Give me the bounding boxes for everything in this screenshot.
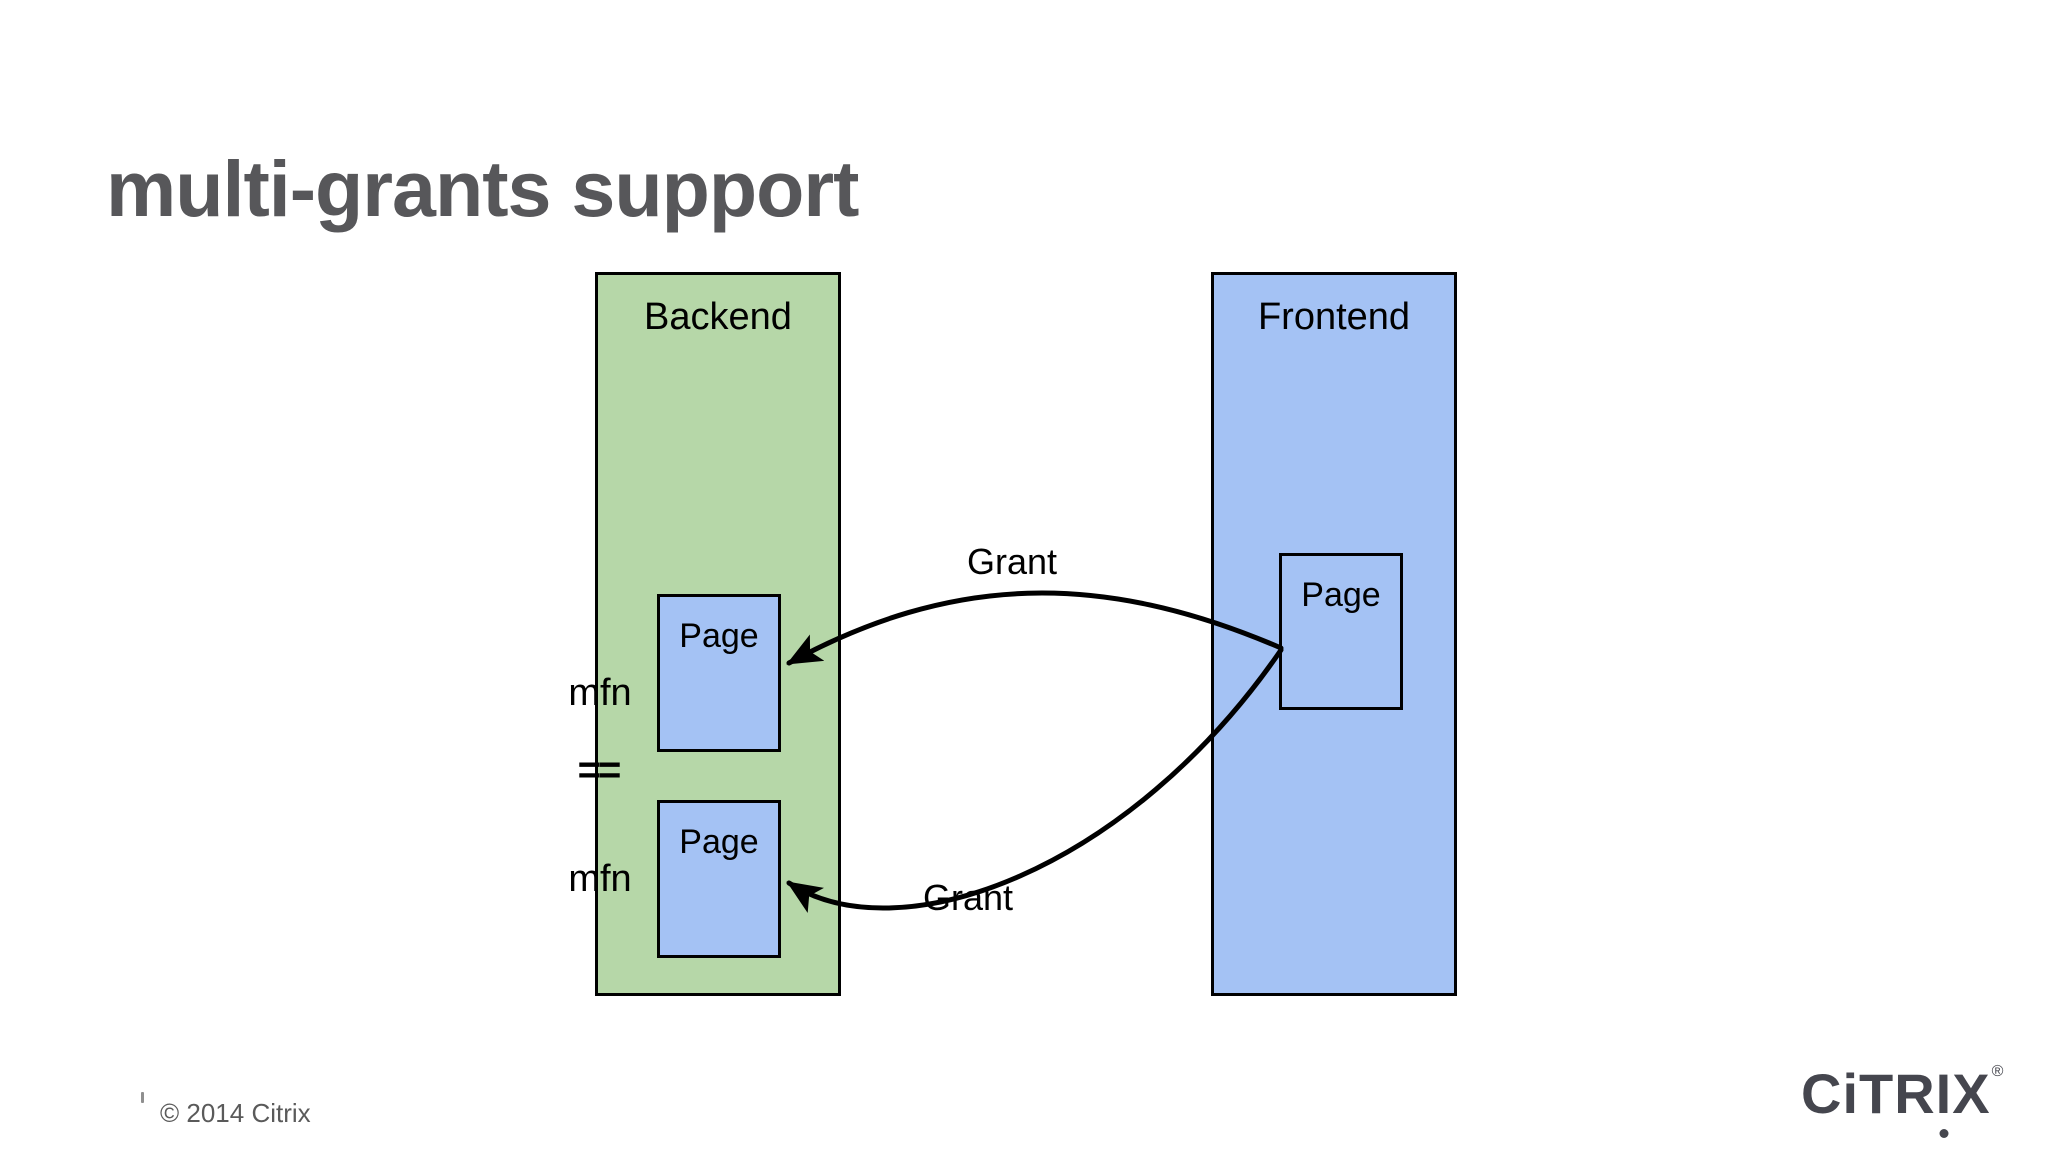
frontend-label: Frontend	[1257, 296, 1411, 338]
backend-page-1-label: Page	[679, 617, 759, 655]
backend-page-box-1: Page	[657, 594, 781, 752]
label-grant-bottom: Grant	[922, 877, 1014, 918]
citrix-logo: CiTRIX®	[1801, 1062, 2005, 1125]
label-mfn-bottom: mfn	[568, 858, 632, 900]
logo-letter-inverted-i: I	[1935, 1062, 1953, 1125]
label-mfn-top: mfn	[568, 672, 632, 714]
logo-letter-x: X	[1952, 1062, 1991, 1125]
copyright-text: © 2014 Citrix	[160, 1098, 311, 1128]
logo-letter-c: C	[1801, 1062, 1843, 1125]
logo-letter-i: i	[1842, 1062, 1860, 1125]
registered-trademark-icon: ®	[1991, 1063, 2005, 1080]
backend-page-box-2: Page	[657, 800, 781, 958]
grant-arrow-top	[786, 590, 1284, 666]
grant-arrow-bottom	[786, 647, 1284, 913]
logo-letters-tr: TR	[1859, 1062, 1936, 1125]
frontend-page-box: Page	[1279, 553, 1403, 710]
backend-label: Backend	[644, 296, 792, 338]
frontend-page-label: Page	[1301, 576, 1381, 614]
label-equals: ==	[577, 748, 622, 792]
footer-tick-mark	[141, 1092, 144, 1103]
backend-page-2-label: Page	[679, 823, 759, 861]
label-grant-top: Grant	[966, 541, 1058, 582]
slide-title: multi-grants support	[106, 143, 859, 233]
